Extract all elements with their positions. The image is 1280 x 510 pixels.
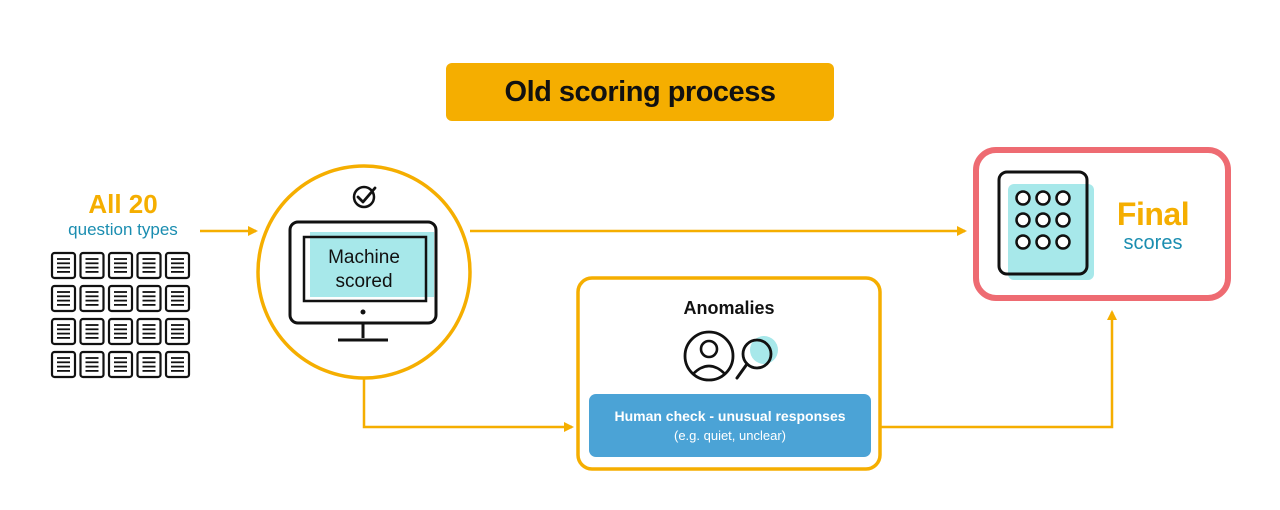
grid-dot	[1055, 234, 1071, 250]
grid-dot	[1035, 212, 1051, 228]
document-icon	[136, 317, 162, 346]
grid-dot	[1015, 212, 1031, 228]
document-grid-icon	[50, 251, 191, 379]
grid-dot	[1055, 212, 1071, 228]
document-icon	[107, 350, 134, 379]
person-icon	[683, 330, 735, 382]
grid-icon	[997, 170, 1094, 280]
document-icon	[50, 284, 77, 313]
question-count-label: All 20	[88, 189, 158, 219]
document-icon	[79, 350, 105, 379]
document-icon	[50, 317, 77, 346]
human-check-box: Human check - unusual responses (e.g. qu…	[589, 394, 871, 457]
grid-dot	[1035, 234, 1051, 250]
document-icon	[164, 284, 191, 313]
magnifier-icon	[735, 336, 778, 380]
document-icon	[50, 350, 77, 379]
document-icon	[107, 284, 134, 313]
question-types-label: question types	[68, 220, 178, 239]
grid-dot	[1035, 190, 1051, 206]
checkmark-icon	[352, 185, 377, 209]
document-icon	[50, 251, 77, 280]
machine-label-line2: scored	[335, 271, 393, 292]
human-check-subtitle: (e.g. quiet, unclear)	[673, 428, 786, 443]
grid-dot	[1015, 234, 1031, 250]
grid-dot	[1055, 190, 1071, 206]
scores-label: scores	[1123, 232, 1183, 254]
document-icon	[79, 284, 105, 313]
document-icon	[136, 251, 162, 280]
arrow-anomalies-to-final	[880, 310, 1117, 429]
document-icon	[79, 317, 105, 346]
document-icon	[136, 350, 162, 379]
human-check-title: Human check - unusual responses	[614, 408, 846, 424]
document-icon	[164, 251, 191, 280]
arrow-machine-to-anomalies	[362, 378, 574, 432]
document-icon	[79, 251, 105, 280]
diagram-title: Old scoring process	[504, 75, 776, 108]
machine-scored-label: Machine scored	[308, 246, 420, 294]
machine-label-line1: Machine	[328, 247, 400, 268]
monitor-icon	[288, 220, 438, 342]
document-icon	[107, 251, 134, 280]
title-banner: Old scoring process	[446, 63, 834, 121]
document-icon	[164, 350, 191, 379]
document-icon	[164, 317, 191, 346]
final-label: Final	[1116, 196, 1190, 232]
document-icon	[136, 284, 162, 313]
grid-dot	[1015, 190, 1031, 206]
anomalies-label: Anomalies	[683, 298, 775, 318]
document-icon	[107, 317, 134, 346]
